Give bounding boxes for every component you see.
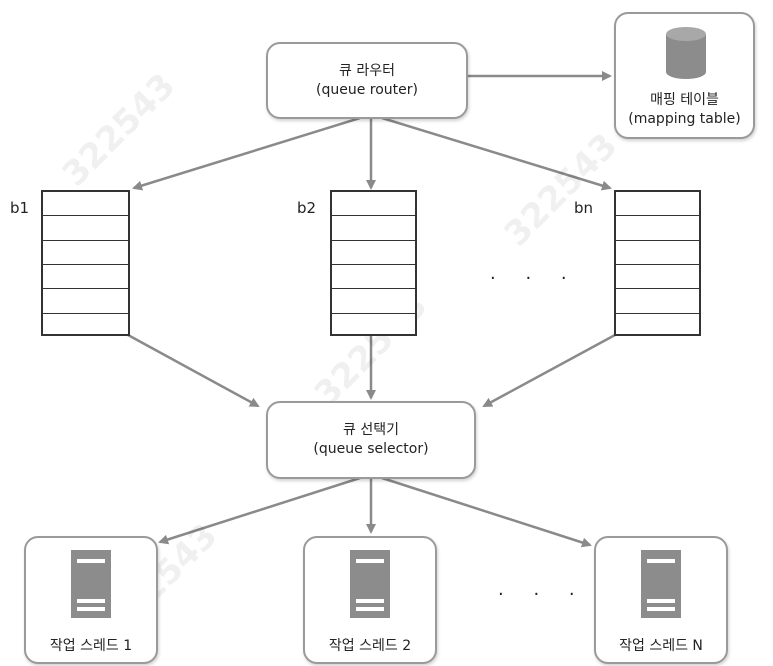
queue-slot (332, 192, 415, 217)
queue-bn (614, 190, 701, 336)
queue-slot (43, 192, 128, 217)
arrow-bn-to-selector (482, 333, 616, 408)
queue-slot (332, 216, 415, 241)
mapping-table-subtitle: (mapping table) (628, 111, 741, 127)
queue-ellipsis: · · · (490, 268, 579, 289)
queue-label-b2: b2 (297, 199, 317, 217)
queue-b1 (41, 190, 130, 336)
arrow-selector-to-worker1 (158, 476, 361, 545)
arrow-router-to-bn (381, 116, 612, 191)
queue-slot (616, 241, 699, 265)
queue-b2 (330, 190, 417, 336)
worker-thread-1: 작업 스레드 1 (24, 536, 158, 664)
queue-slot (616, 216, 699, 241)
queue-slot (43, 216, 128, 241)
queue-slot (616, 289, 699, 314)
arrow-selector-to-worker3 (381, 476, 592, 548)
queue-slot (43, 289, 128, 314)
mapping-table-node: 매핑 테이블 (mapping table) (614, 12, 755, 139)
database-icon (666, 27, 706, 79)
queue-label-b1: b1 (10, 199, 30, 217)
queue-router-title: 큐 라우터 (339, 62, 395, 79)
queue-slot (43, 241, 128, 265)
worker-ellipsis: · · · (498, 584, 587, 605)
queue-router-subtitle: (queue router) (316, 81, 418, 98)
worker-thread-label: 작업 스레드 N (619, 638, 703, 654)
queue-selector-title: 큐 선택기 (343, 422, 399, 438)
worker-thread-label: 작업 스레드 1 (49, 638, 133, 654)
queue-slot (43, 314, 128, 338)
queue-slot (616, 265, 699, 290)
worker-thread-n: 작업 스레드 N (594, 536, 728, 664)
queue-slot (332, 241, 415, 265)
queue-slot (616, 192, 699, 217)
server-icon (71, 550, 111, 618)
mapping-table-title: 매핑 테이블 (650, 92, 719, 108)
arrow-router-to-b1 (132, 116, 361, 191)
queue-label-bn: bn (574, 199, 594, 217)
queue-slot (332, 265, 415, 290)
server-icon (350, 550, 390, 618)
queue-slot (43, 265, 128, 290)
server-icon (641, 550, 681, 618)
worker-thread-label: 작업 스레드 2 (328, 638, 412, 654)
arrow-b1-to-selector (127, 333, 260, 408)
queue-slot (332, 314, 415, 338)
queue-slot (616, 314, 699, 338)
queue-selector-node: 큐 선택기 (queue selector) (266, 401, 476, 479)
queue-router-node: 큐 라우터 (queue router) (266, 42, 468, 119)
queue-slot (332, 289, 415, 314)
queue-selector-subtitle: (queue selector) (313, 441, 429, 457)
worker-thread-2: 작업 스레드 2 (303, 536, 437, 664)
